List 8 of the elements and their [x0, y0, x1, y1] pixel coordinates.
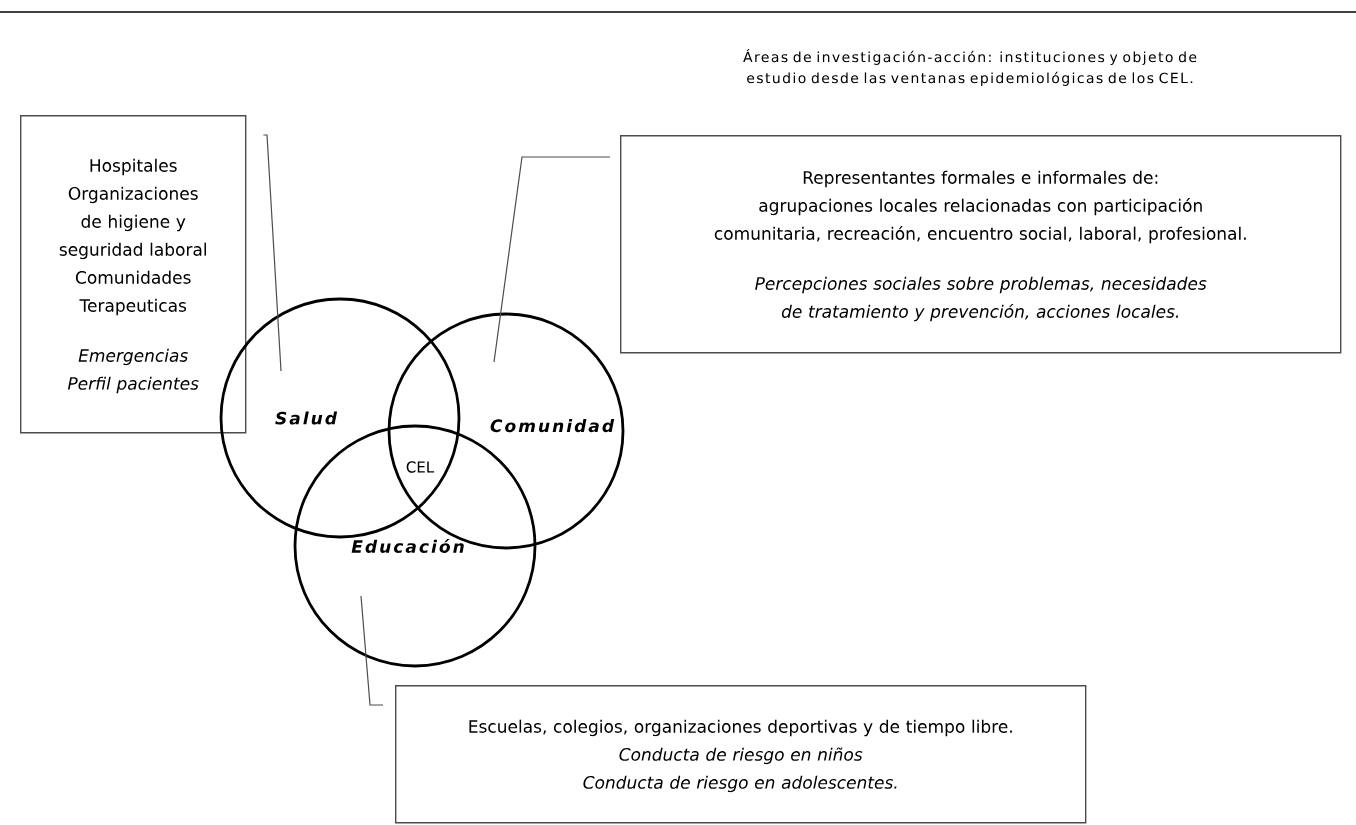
title: Áreas de investigación-acción: instituciones y objeto de estudio desde las ventanas epidemiológicas de los CEL. [743, 49, 1197, 86]
leader-line [360, 595, 384, 706]
text-box: Hospitales Organizaciones de higiene y seguridad laboral Comunidades Terapeuticas Emergencias Perfil pacientes [20, 115, 247, 434]
text-box: Escuelas, colegios, organizaciones deportivas y de tiempo libre. Conducta de riesgo en niños Conducta de riesgo en adolescentes. [395, 685, 1087, 824]
text-box: Representantes formales e informales de: agrupaciones locales relacionadas con participación comunitaria, recreación, encuentro social, laboral, profesional. Percepciones sociales sobre problemas, necesidades de tratamiento y prevención, acciones locales. [620, 135, 1342, 354]
intersection-label: CEL [406, 461, 435, 473]
leader-line [262, 134, 282, 372]
leader-line [493, 156, 611, 363]
